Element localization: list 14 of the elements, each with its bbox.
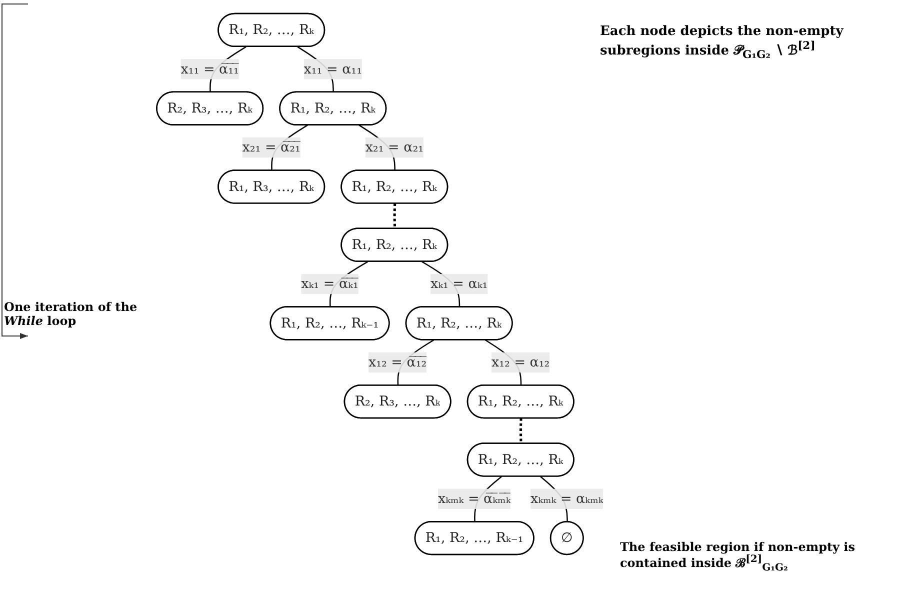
edge-label: x₂₁ = α₂₁ [365, 139, 424, 156]
edge-label: x₁₂ = α₁₂ [492, 354, 550, 370]
connector [393, 204, 396, 229]
edge-label: x₁₁ = α̅₁̅₁̅ [180, 60, 239, 77]
edge-label: xₖₘₖ = α̅ₖ̅ₘ̅ₖ̅ [438, 490, 511, 506]
connector [519, 418, 522, 444]
edge-label: xₖ₁ = α̅ₖ̅₁̅ [301, 276, 358, 292]
edge-label: x₁₁ = α₁₁ [304, 60, 362, 77]
edge-label: xₖₘₖ = αₖₘₖ [530, 490, 604, 506]
edge-label: x₁₂ = α̅₁̅₂̅ [368, 354, 427, 370]
note-text: Each node depicts the non-empty subregions inside 𝒫$_{G₁G₂}$ ∖ ℬ$^{[2]}$ [600, 24, 845, 61]
edge-label: xₖ₁ = αₖ₁ [430, 276, 488, 292]
edge-label: x₂₁ = α̅₂̅₁̅ [242, 139, 300, 156]
note-text: One iteration of the While loop [4, 300, 138, 328]
